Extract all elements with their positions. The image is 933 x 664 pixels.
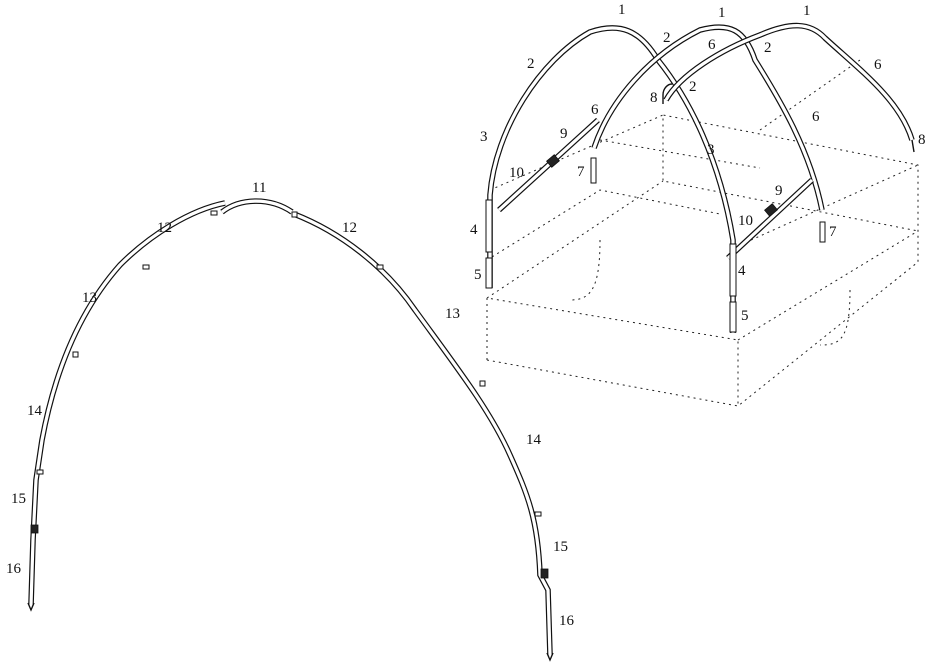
joint: [72, 351, 79, 358]
label-2c: 2: [764, 40, 772, 56]
joint: [534, 511, 542, 517]
front-arch-outer: [487, 25, 736, 333]
label-9b: 9: [775, 183, 783, 199]
label-12-left: 12: [157, 220, 172, 236]
label-8b: 8: [918, 132, 926, 148]
label-13-right: 13: [445, 306, 460, 322]
joint: [36, 469, 44, 475]
joint: [479, 380, 486, 387]
spring-clip: [30, 524, 39, 534]
short-leg: [590, 157, 597, 184]
label-12-right: 12: [342, 220, 357, 236]
label-7a: 7: [577, 164, 585, 180]
left-arch-right-tube-outer: [292, 211, 553, 656]
left-arch-top-tube-inner: [221, 199, 293, 214]
label-6a: 6: [591, 102, 599, 118]
label-4b: 4: [738, 263, 746, 279]
ground-stake-tip: [27, 602, 35, 612]
left-arch-right-tube-inner: [293, 212, 552, 656]
label-6c: 6: [812, 109, 820, 125]
label-14-right: 14: [526, 432, 542, 448]
label-2a: 2: [527, 56, 535, 72]
leg-upper: [729, 243, 737, 297]
label-2b: 2: [663, 30, 671, 46]
label-7b: 7: [829, 224, 837, 240]
base-outline: [737, 230, 919, 341]
ground-stake-tip: [546, 652, 554, 662]
leg-lower: [729, 301, 737, 333]
label-14-left: 14: [27, 403, 43, 419]
label-10b: 10: [738, 213, 753, 229]
end-cap: [911, 139, 915, 153]
front-arch-inner: [488, 26, 735, 333]
leg-upper: [485, 199, 493, 253]
label-3b: 3: [707, 142, 715, 158]
joint: [291, 211, 298, 218]
label-6b: 6: [708, 37, 716, 53]
label-2d: 2: [689, 79, 697, 95]
middle-arch-inner: [592, 25, 824, 211]
label-10a: 10: [509, 165, 524, 181]
base-outline: [486, 114, 919, 407]
label-15-left: 15: [11, 491, 26, 507]
spring-clip: [540, 568, 549, 579]
left-arch-left-tube-inner: [29, 201, 226, 606]
label-1a: 1: [618, 2, 626, 18]
label-9a: 9: [560, 126, 568, 142]
label-15-right: 15: [553, 539, 568, 555]
base-outline: [569, 239, 851, 346]
base-outline: [486, 297, 739, 406]
joint: [376, 264, 384, 270]
joint: [210, 210, 218, 216]
short-leg: [819, 221, 826, 243]
left-arch: 11 12 12 13 13 14 14 15 15 16 16: [6, 180, 575, 662]
label-6d: 6: [874, 57, 882, 73]
label-8a: 8: [650, 90, 658, 106]
label-13-left: 13: [82, 290, 97, 306]
end-cap: [662, 83, 673, 104]
base-outline: [489, 59, 919, 246]
ridge-pole-front-inner: [497, 118, 600, 212]
label-5b: 5: [741, 308, 749, 324]
left-arch-left-tube-outer: [28, 200, 226, 606]
base-outline: [486, 189, 721, 261]
frame-3d: 1 1 1 2 2 2 2 3 3 4 4 5 5 6 6 6 6 7 7 8 …: [470, 2, 926, 407]
spring-clip: [764, 203, 778, 217]
label-4a: 4: [470, 222, 478, 238]
label-5a: 5: [474, 267, 482, 283]
label-16-right: 16: [559, 613, 575, 629]
leg-lower: [485, 257, 493, 289]
ridge-pole-back-inner: [726, 178, 814, 260]
label-3a: 3: [480, 129, 488, 145]
label-16-left: 16: [6, 561, 22, 577]
joint: [142, 264, 150, 270]
label-1b: 1: [718, 5, 726, 21]
label-1c: 1: [803, 3, 811, 19]
label-11: 11: [252, 180, 266, 196]
back-arch-inner: [664, 24, 914, 141]
spring-clip: [546, 154, 560, 168]
